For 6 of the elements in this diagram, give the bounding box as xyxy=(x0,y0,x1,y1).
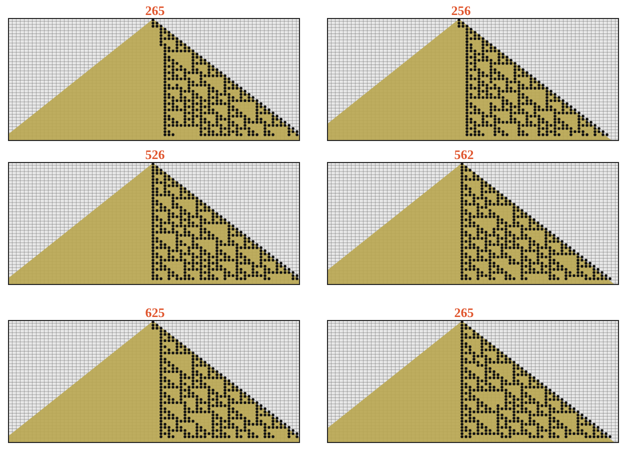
panel-title: 256 xyxy=(451,4,471,18)
panel-title: 265 xyxy=(454,306,474,320)
panel-title: 526 xyxy=(145,148,165,162)
panel-title: 562 xyxy=(454,148,474,162)
panel-title: 265 xyxy=(145,4,165,18)
panel-title: 625 xyxy=(145,306,165,320)
